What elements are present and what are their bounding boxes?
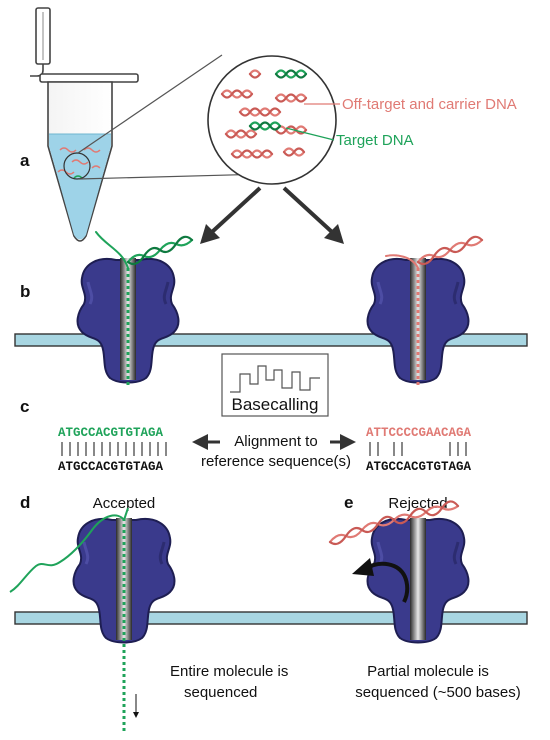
offtarget-dna-b — [385, 235, 484, 269]
panel-e: e Rejected Partial molecule is sequenced… — [328, 493, 521, 701]
target-callout-line — [285, 127, 335, 141]
sample-tube — [39, 73, 139, 242]
panel-b-label: b — [20, 282, 30, 301]
panel-e-label: e — [344, 493, 353, 512]
panel-d: d Accepted Entire molecule is sequenced — [9, 493, 528, 733]
nanopore-right-b — [366, 256, 470, 386]
down-arrow — [133, 694, 139, 718]
basecalling-box: Basecalling — [221, 353, 329, 417]
panel-d-label: d — [20, 493, 30, 512]
panel-a: a — [20, 7, 517, 242]
entire-molecule-line1: Entire molecule is — [170, 663, 288, 680]
target-read-sequence: ATGCCACGTGTAGA — [58, 426, 164, 440]
panel-b: b Basecalling — [14, 231, 528, 417]
reference-sequence-right: ATGCCACGTGTAGA — [366, 460, 472, 474]
alignment-bars-left — [61, 442, 167, 456]
offtarget-label: Off-target and carrier DNA — [342, 96, 517, 113]
translocating-dna-d — [9, 507, 129, 733]
split-arrows — [200, 186, 344, 244]
alignment-label-line2: reference sequence(s) — [201, 453, 351, 470]
rejection-arrow — [352, 558, 410, 603]
basecalling-label: Basecalling — [232, 395, 319, 414]
ejected-dna-e — [328, 500, 460, 546]
partial-molecule-line1: Partial molecule is — [367, 663, 489, 680]
zoom-line-top — [77, 54, 223, 154]
reference-sequence-left: ATGCCACGTGTAGA — [58, 460, 164, 474]
alignment-arrows — [192, 434, 356, 450]
pipette — [30, 7, 51, 77]
alignment-label-line1: Alignment to — [234, 433, 317, 450]
accepted-label: Accepted — [93, 495, 156, 512]
zoom-line-bottom — [78, 173, 268, 180]
target-label: Target DNA — [336, 132, 414, 149]
panel-c-label: c — [20, 397, 29, 416]
entire-molecule-line2: sequenced — [184, 684, 257, 701]
nanopore-left-b — [76, 256, 180, 386]
panel-c: c ATGCCACGTGTAGA ATGCCACGTGTAGA Alignmen… — [20, 397, 472, 474]
panel-a-label: a — [20, 151, 30, 170]
offtarget-read-sequence: ATTCCCCGAACAGA — [366, 426, 472, 440]
target-dna-b — [95, 231, 194, 269]
alignment-bars-right — [369, 442, 467, 456]
membrane-d — [14, 611, 528, 625]
partial-molecule-line2: sequenced (~500 bases) — [355, 684, 521, 701]
zoom-circle — [207, 55, 337, 185]
